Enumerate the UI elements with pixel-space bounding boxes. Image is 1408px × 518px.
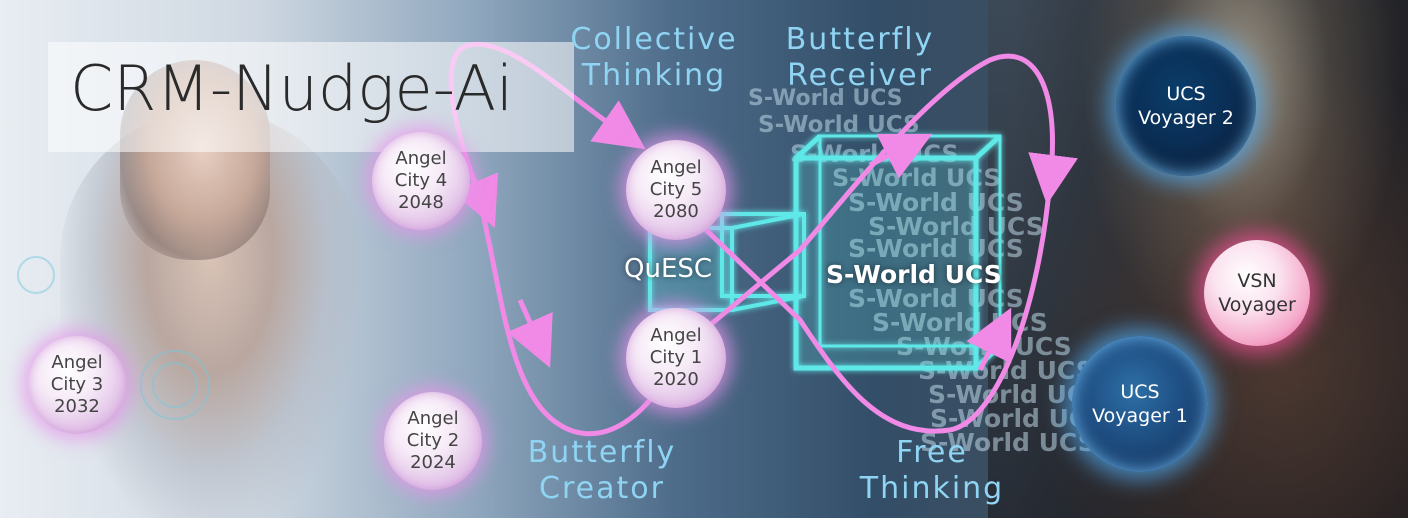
heading-line: Creator <box>539 471 665 506</box>
orb-label: City 4 <box>394 170 448 191</box>
orb-label: City 2 <box>406 430 460 451</box>
orb-label: 2048 <box>398 192 444 213</box>
orb-angel-city-3: Angel City 3 2032 <box>28 336 126 434</box>
heading-butterfly-receiver: Butterfly Receiver <box>776 22 944 94</box>
quesc-cube <box>648 212 806 312</box>
orb-label: VSN <box>1237 270 1277 292</box>
heading-collective-thinking: Collective Thinking <box>560 22 748 94</box>
orb-label: Angel <box>650 325 702 346</box>
orb-label: Angel <box>407 408 459 429</box>
orb-label: City 5 <box>649 179 703 200</box>
sworld-watermark: S-World UCS <box>758 112 920 138</box>
orb-ucs-voyager-1: UCS Voyager 1 <box>1072 336 1208 472</box>
orb-vsn-voyager: VSN Voyager <box>1204 240 1310 346</box>
orb-label: 2032 <box>54 396 100 417</box>
orb-label: 2020 <box>653 369 699 390</box>
heading-line: Thinking <box>859 471 1005 506</box>
orb-label: City 3 <box>50 374 104 395</box>
sworld-cube <box>793 134 1002 371</box>
orb-label: UCS <box>1120 381 1160 403</box>
orb-angel-city-4: Angel City 4 2048 <box>372 132 470 230</box>
sworld-main-label: S-World UCS <box>826 260 1002 289</box>
heading-butterfly-creator: Butterfly Creator <box>516 435 688 507</box>
orb-label: Angel <box>395 148 447 169</box>
hud-rings <box>17 256 210 420</box>
orb-label: Voyager 1 <box>1092 405 1188 427</box>
heading-line: Collective <box>570 22 738 57</box>
orb-angel-city-1: Angel City 1 2020 <box>626 308 726 408</box>
sworld-watermark: S-World UCS <box>920 428 1096 457</box>
heading-line: Butterfly <box>527 435 677 470</box>
orb-label: City 1 <box>649 347 703 368</box>
orb-ucs-voyager-2: UCS Voyager 2 <box>1116 36 1256 176</box>
orb-label: Angel <box>650 157 702 178</box>
heading-line: Thinking <box>581 58 727 93</box>
title-panel <box>48 42 574 152</box>
sworld-watermark: S-World UCS <box>748 86 903 111</box>
heading-line: Free <box>896 435 968 470</box>
orb-angel-city-2: Angel City 2 2024 <box>384 392 482 490</box>
orb-label: Voyager <box>1218 294 1296 316</box>
orb-angel-city-5: Angel City 5 2080 <box>626 140 726 240</box>
heading-line: Receiver <box>787 58 933 93</box>
orb-label: Angel <box>51 352 103 373</box>
orb-label: Voyager 2 <box>1138 107 1234 129</box>
orb-label: 2024 <box>410 452 456 473</box>
heading-free-thinking: Free Thinking <box>850 435 1014 507</box>
orb-label: 2080 <box>653 201 699 222</box>
orb-label: UCS <box>1166 83 1206 105</box>
page-title: CRM-Nudge-Ai <box>70 52 514 125</box>
quesc-label: QuESC <box>624 254 713 284</box>
heading-line: Butterfly <box>785 22 935 57</box>
